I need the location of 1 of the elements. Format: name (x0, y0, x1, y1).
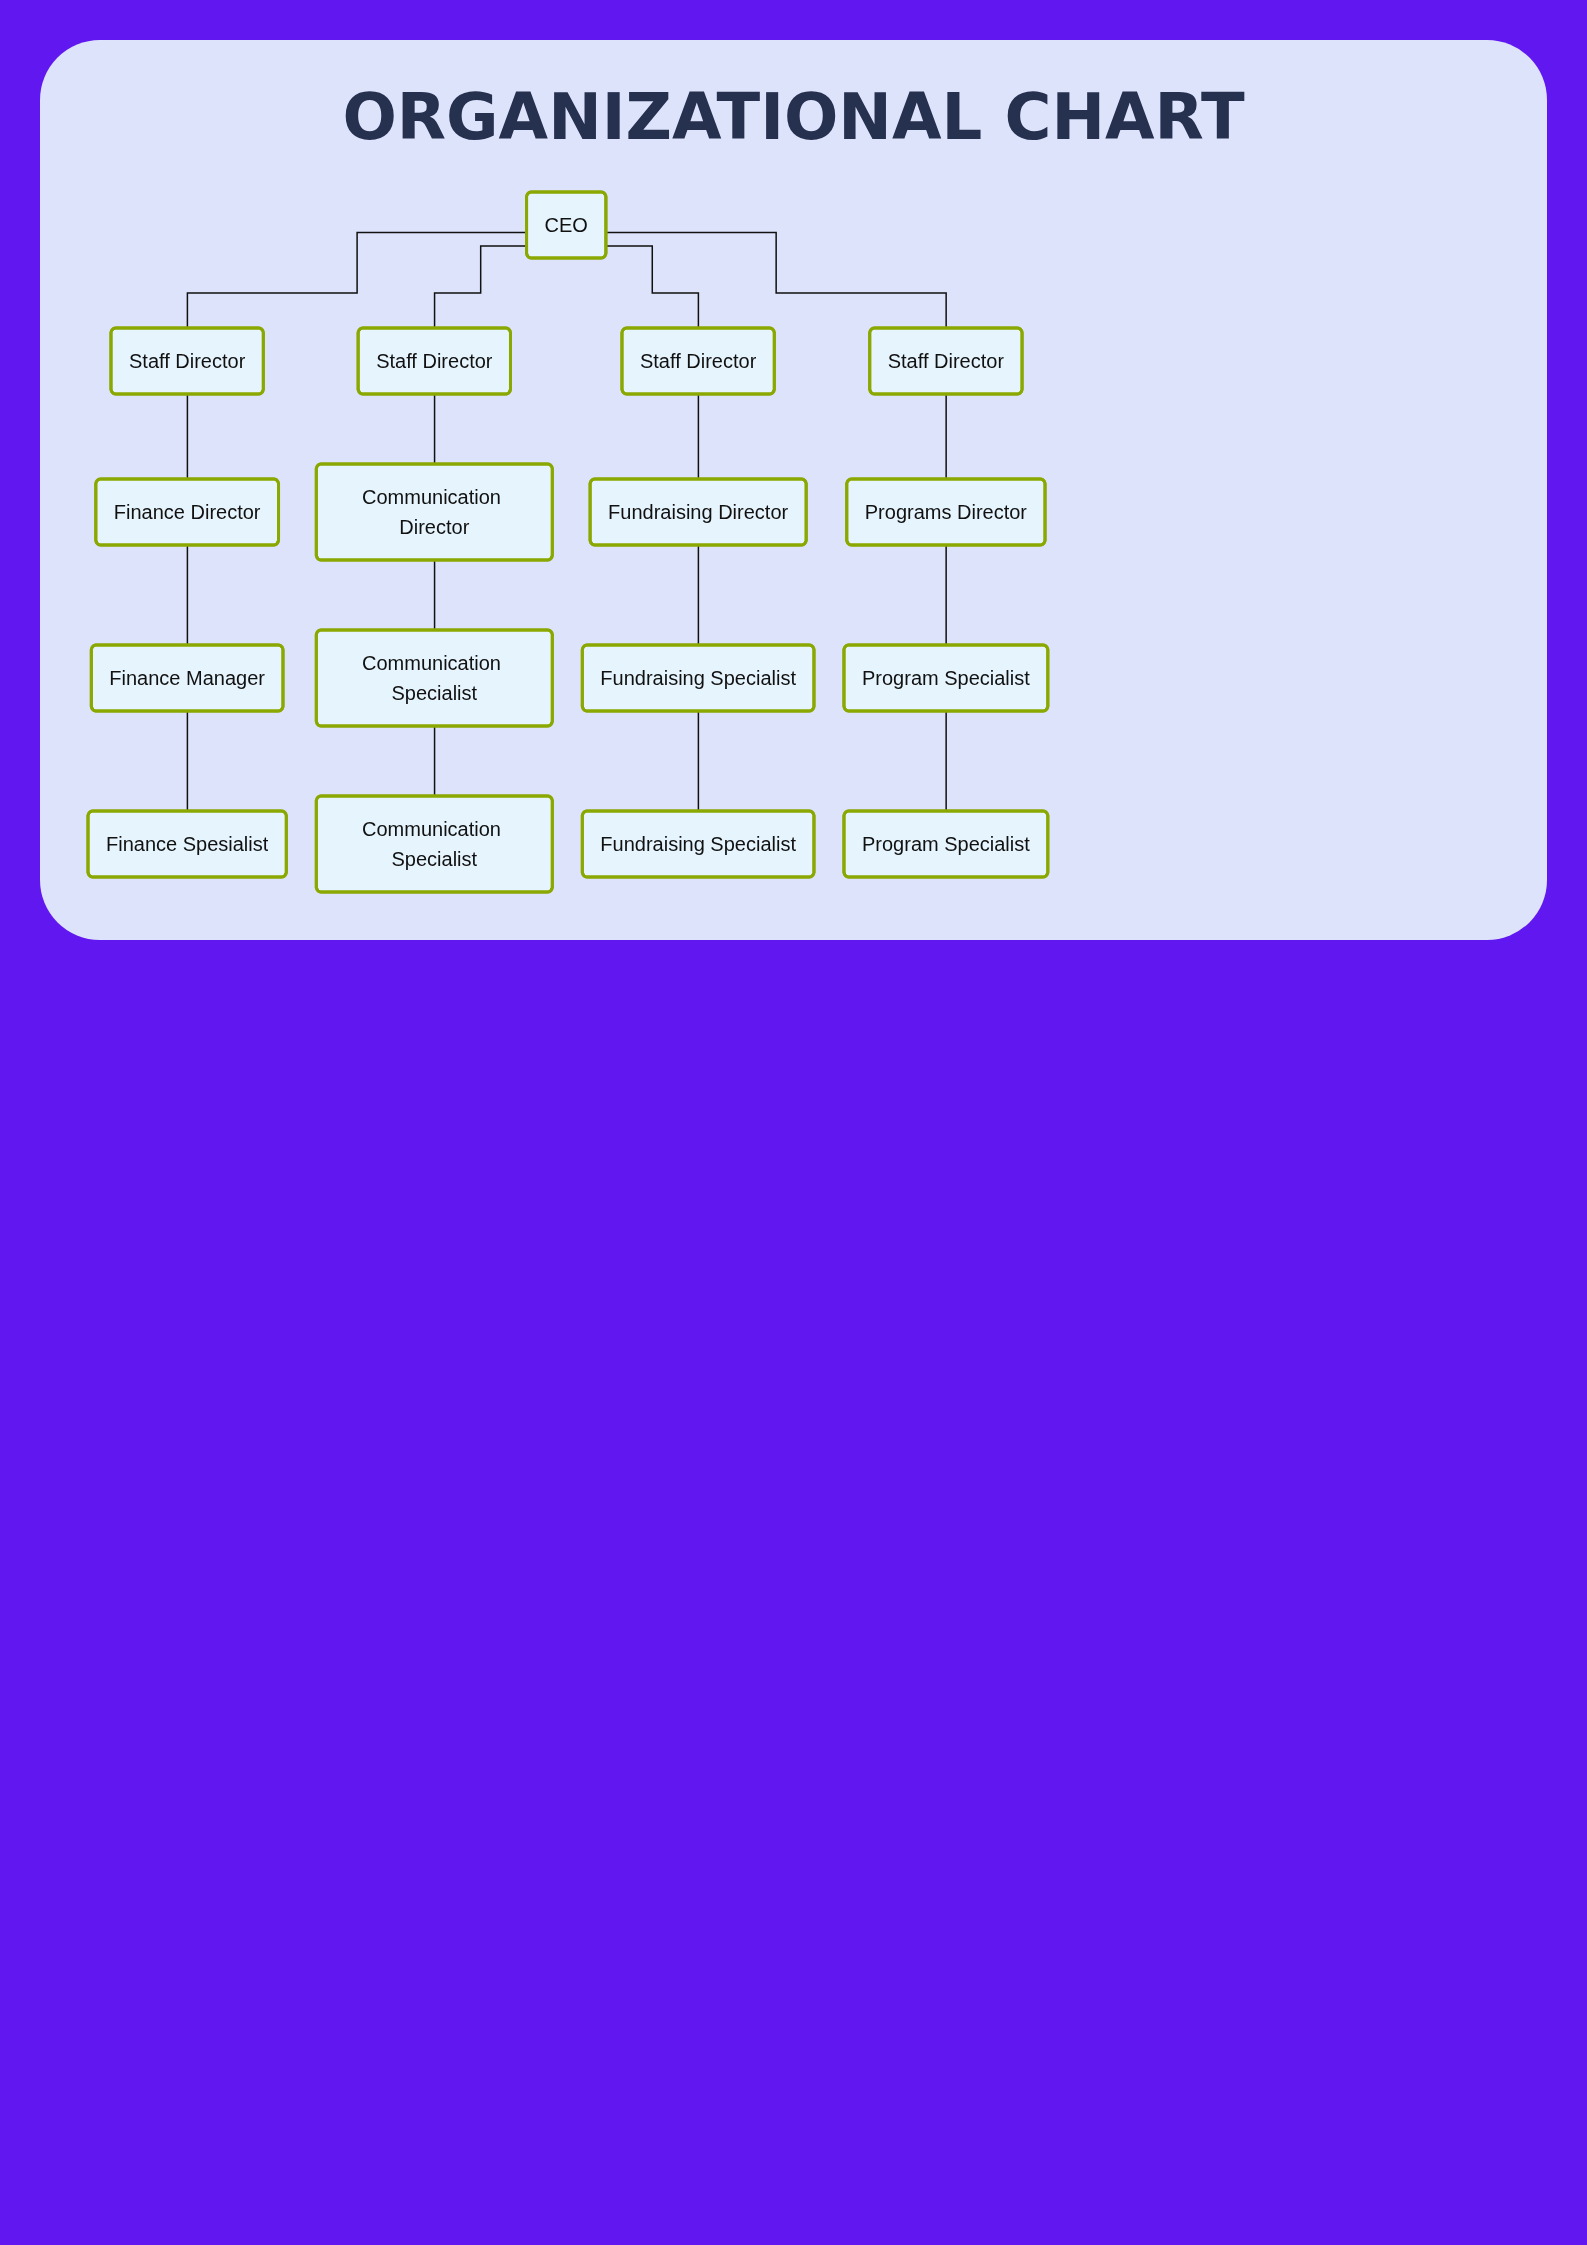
chart-title: ORGANIZATIONAL CHART (341, 80, 1246, 154)
